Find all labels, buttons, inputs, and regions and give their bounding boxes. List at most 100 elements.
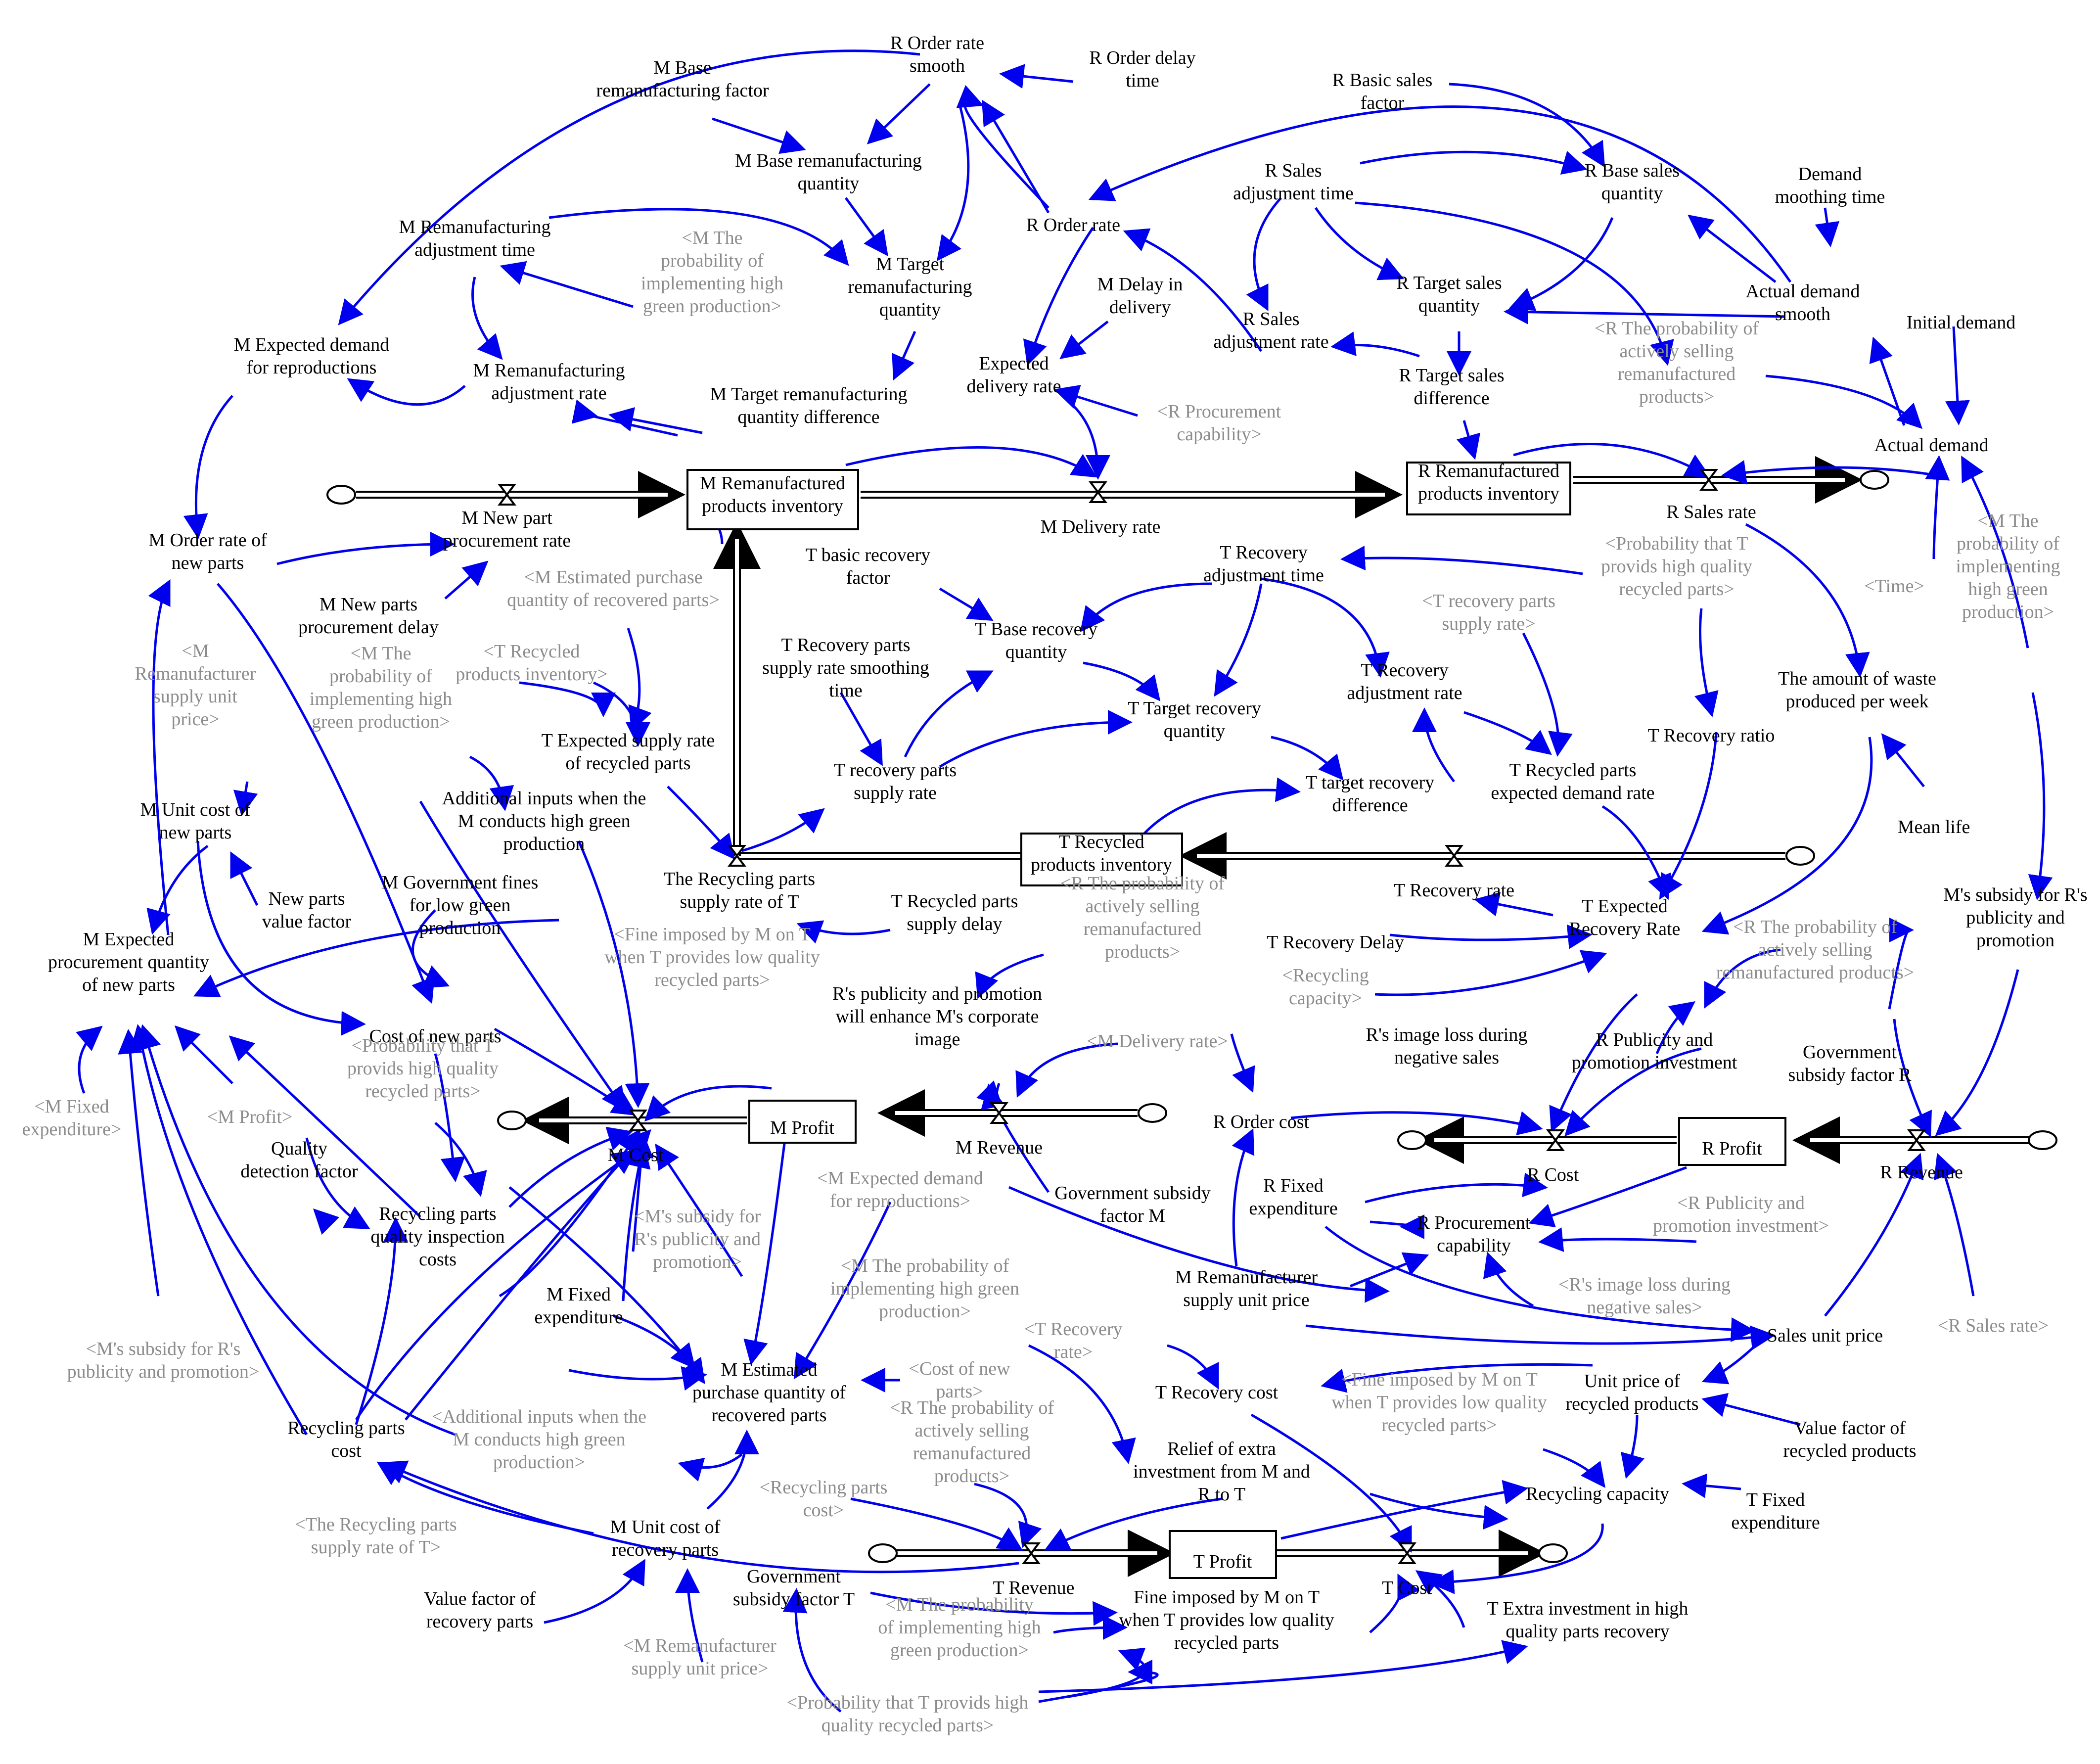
var-sales-unit-price[interactable]: Sales unit price [1767,1325,1883,1346]
var-mean-life[interactable]: Mean life [1898,817,1970,837]
var-r-order-cost[interactable]: R Order cost [1213,1112,1310,1132]
valve-icon[interactable] [1546,1129,1565,1151]
valve-icon[interactable] [728,845,746,867]
var-t-recovery-cost[interactable]: T Recovery cost [1155,1382,1278,1403]
flow-m-revenue[interactable]: M Revenue [956,1137,1043,1158]
shadow-r-sales-rate[interactable]: <R Sales rate> [1938,1315,2049,1336]
flow-m-delivery-rate[interactable]: M Delivery rate [1041,516,1161,537]
valve-icon[interactable] [990,1102,1008,1124]
flow-m-cost[interactable]: M Cost [608,1145,664,1165]
flow-t-recovery-rate[interactable]: T Recovery rate [1394,880,1514,901]
valve-icon[interactable] [1022,1542,1041,1564]
var-t-recovery-ratio[interactable]: T Recovery ratio [1648,725,1775,746]
shadow-m-profit[interactable]: <M Profit> [207,1107,293,1127]
var-t-recovery-delay[interactable]: T Recovery Delay [1267,932,1404,953]
var-cost-of-new-parts[interactable]: Cost of new parts [369,1026,501,1047]
var-actual-demand[interactable]: Actual demand [1874,435,1988,456]
stock-r-profit[interactable]: R Profit [1678,1117,1786,1166]
shadow-time[interactable]: <Time> [1864,576,1924,597]
var-recycling-capacity[interactable]: Recycling capacity [1526,1484,1669,1504]
shadow-m-delivery-rate[interactable]: <M Delivery rate> [1087,1031,1228,1052]
valve-icon[interactable] [629,1110,647,1131]
flow-r-revenue[interactable]: R Revenue [1880,1162,1963,1183]
flow-r-sales-rate[interactable]: R Sales rate [1666,502,1756,522]
valve-icon[interactable] [1398,1542,1416,1564]
valve-icon[interactable] [1445,845,1463,867]
flow-r-cost[interactable]: R Cost [1527,1164,1579,1185]
